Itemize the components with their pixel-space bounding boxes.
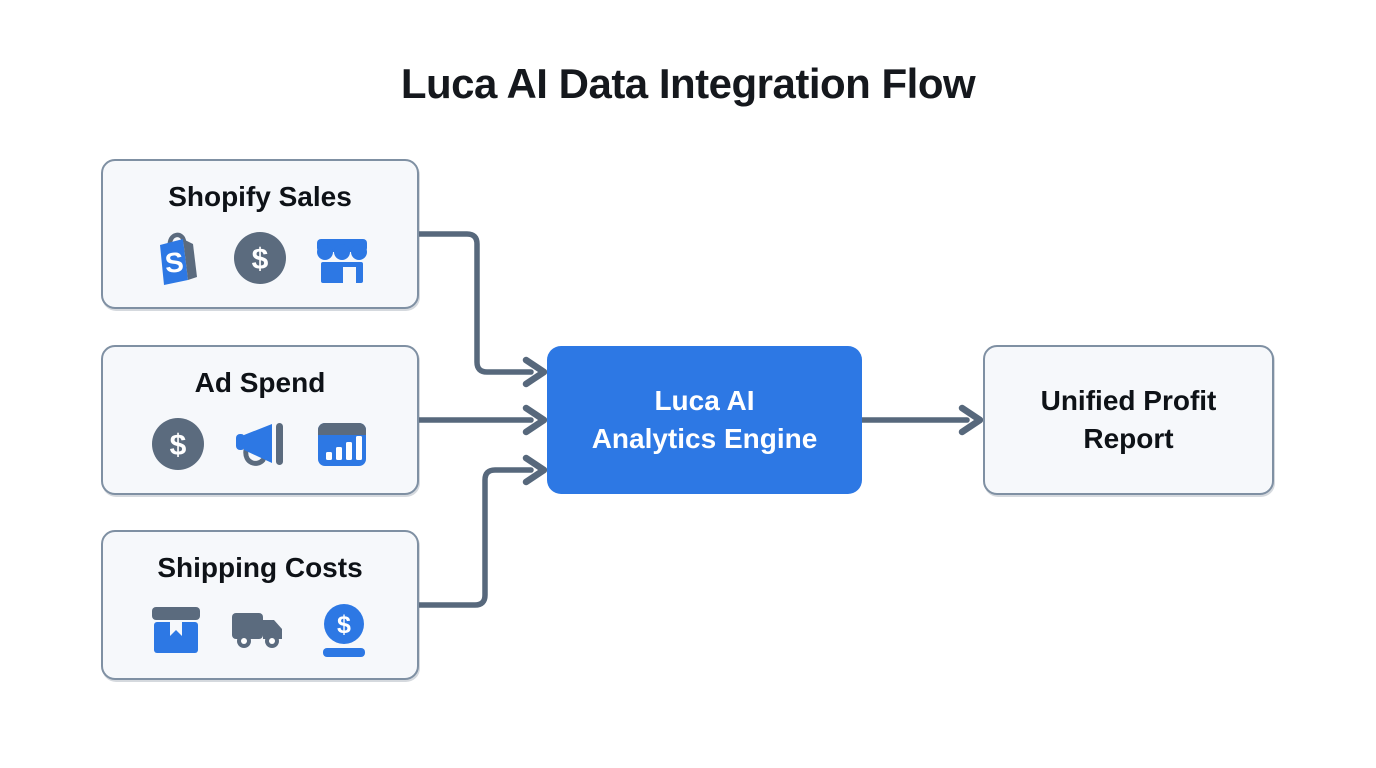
node-label: Shopify Sales <box>168 181 352 212</box>
coin-dollar-icon: $ <box>323 604 365 657</box>
node-label: Shipping Costs <box>157 552 363 583</box>
icon-row: $ <box>148 598 372 660</box>
arrowhead-shopify-to-engine <box>522 356 548 388</box>
output-label-line1: Unified Profit <box>1040 385 1217 417</box>
dollar-circle-icon: $ <box>152 418 204 470</box>
engine-label-line2: Analytics Engine <box>591 423 818 454</box>
source-node-shipping-costs: Shipping Costs $ <box>101 530 419 680</box>
svg-text:$: $ <box>337 611 351 639</box>
package-icon <box>152 607 200 653</box>
arrowhead-adspend-to-engine <box>522 404 548 436</box>
engine-label-line1: Luca AI <box>654 385 755 417</box>
arrowhead-shipping-to-engine <box>522 454 548 486</box>
svg-text:S: S <box>164 246 185 279</box>
node-label: Ad Spend <box>194 367 326 398</box>
arrowhead-engine-to-report <box>958 404 984 436</box>
svg-text:$: $ <box>170 429 187 462</box>
bar-chart-icon <box>318 423 366 466</box>
storefront-icon <box>317 239 367 283</box>
engine-node: Luca AI Analytics Engine <box>547 346 862 494</box>
source-node-ad-spend: Ad Spend $ <box>101 345 419 495</box>
megaphone-icon <box>236 423 283 466</box>
output-node: Unified Profit Report <box>983 345 1274 495</box>
connector-shopify-to-engine <box>416 231 534 375</box>
connector-shipping-to-engine <box>416 467 534 608</box>
dollar-circle-icon: $ <box>234 232 286 284</box>
svg-text:$: $ <box>252 243 269 276</box>
diagram-title: Luca AI Data Integration Flow <box>400 60 976 107</box>
truck-icon <box>232 613 282 648</box>
icon-row: $ <box>150 413 370 475</box>
shopify-bag-icon: S <box>160 232 197 285</box>
output-label-line2: Report <box>1083 423 1174 454</box>
icon-row: S $ <box>150 227 370 289</box>
source-node-shopify-sales: Shopify Sales S $ <box>101 159 419 309</box>
